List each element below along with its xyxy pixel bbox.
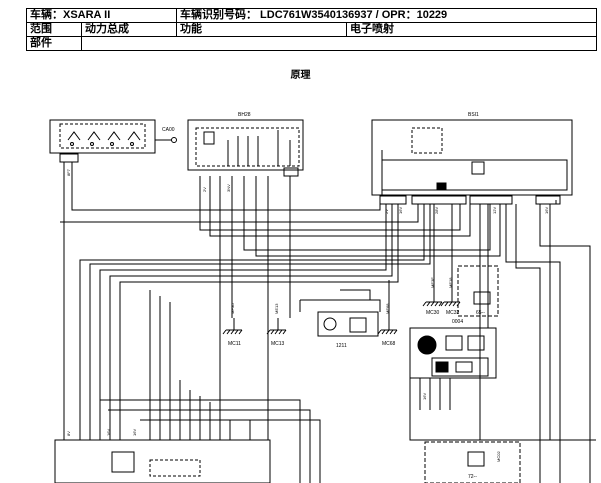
bsi1-connectors — [379, 195, 561, 205]
ground-mc30: MC30 — [422, 290, 443, 316]
ca00-component: CA00 — [49, 119, 177, 163]
c1211-label: 1211 — [336, 343, 347, 349]
svg-text:12V: 12V — [492, 207, 497, 214]
bsi1-component: BSI1 — [371, 112, 573, 196]
mc68-label: MC68 — [382, 341, 396, 347]
svg-text:16V: 16V — [544, 207, 549, 214]
mc30-label: MC30 — [426, 310, 440, 316]
parts-label: 部件 — [26, 36, 82, 51]
svg-text:3NV: 3NV — [226, 184, 231, 192]
svg-text:2V: 2V — [202, 187, 207, 192]
svg-text:2V: 2V — [384, 209, 389, 214]
svg-text:16V: 16V — [106, 429, 111, 436]
svg-text:8F7: 8F7 — [66, 168, 71, 176]
c0004-component: 0004 — [409, 319, 497, 379]
c65-label: 65-- — [476, 310, 485, 316]
mc13-label: MC13 — [271, 341, 285, 347]
wire-codes: 8F7 2V 3NV 2V 16V 28V 12V 16V MP3D ME13 … — [66, 168, 549, 462]
svg-text:16V: 16V — [398, 207, 403, 214]
svg-text:MC02: MC02 — [496, 451, 501, 462]
svg-text:ME3E: ME3E — [430, 277, 435, 288]
ground-mc11: MC11 — [222, 318, 243, 347]
header-row-scope: 范围 动力总成 功能 电子喷射 — [26, 22, 597, 37]
ground-mc68: MC68 — [377, 318, 398, 347]
header-row-parts: 部件 — [26, 36, 597, 51]
parts-value — [81, 36, 597, 51]
ground-mc13: MC13 — [266, 318, 287, 347]
c0004-label: 0004 — [452, 319, 463, 325]
bh28-label: BH28 — [238, 112, 251, 118]
c72-label: 72-- — [468, 474, 477, 480]
svg-text:8V: 8V — [66, 431, 71, 436]
svg-text:ME18: ME18 — [448, 277, 453, 288]
function-label: 功能 — [176, 22, 347, 37]
ground-mc32: MC32 — [440, 290, 461, 316]
bsi1-label: BSI1 — [468, 112, 479, 118]
c72-component: 72-- — [424, 441, 521, 483]
svg-text:ME13: ME13 — [274, 303, 279, 314]
mc32-label: MC32 — [446, 310, 460, 316]
diagram-title: 原理 — [290, 70, 311, 81]
wiring-harness — [60, 162, 596, 483]
bottom-connector-block — [54, 439, 271, 483]
svg-text:16V: 16V — [132, 429, 137, 436]
svg-text:MP3D: MP3D — [230, 303, 235, 314]
ca00-label: CA00 — [162, 127, 175, 133]
c1211-component: 1211 — [317, 311, 379, 349]
svg-text:ME68: ME68 — [385, 303, 390, 314]
bh28-component: BH28 — [187, 112, 304, 177]
svg-text:28V: 28V — [434, 207, 439, 214]
mc11-label: MC11 — [228, 341, 241, 347]
info-header-table: 车辆：XSARA II 车辆识别号码： LDC761W3540136937 / … — [26, 8, 597, 51]
svg-text:16V: 16V — [422, 393, 427, 400]
c65-component: 65-- — [457, 265, 499, 317]
